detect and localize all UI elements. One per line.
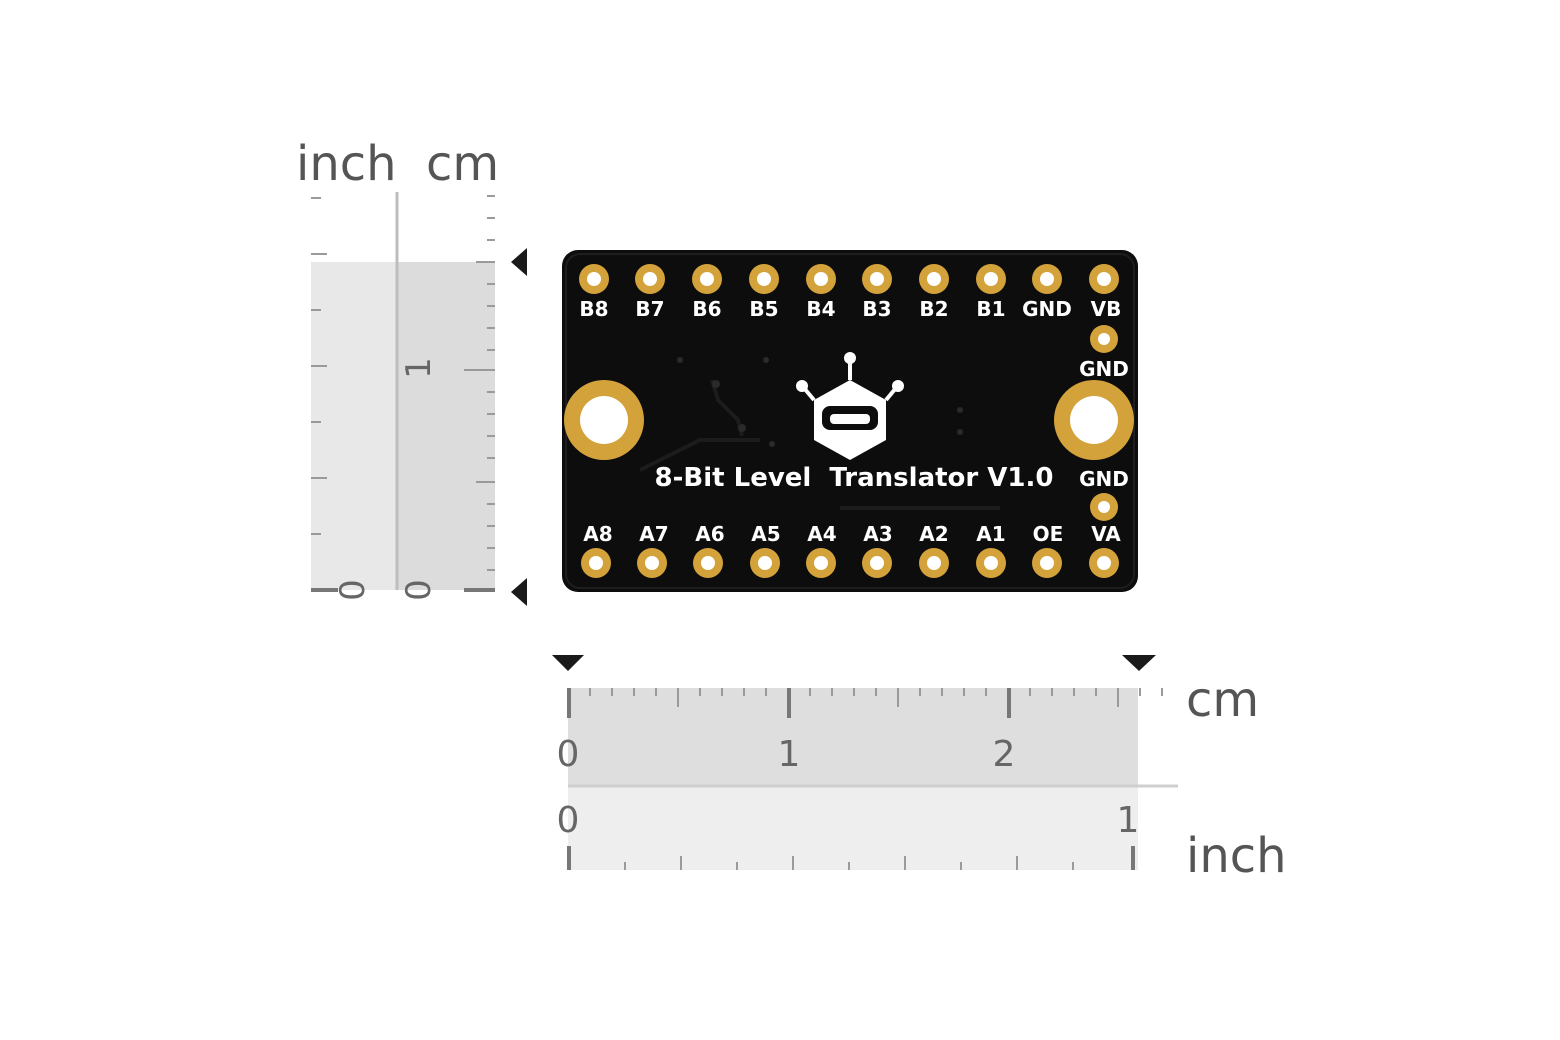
- pin-label: A5: [751, 522, 780, 546]
- pin-label: GND: [1079, 467, 1129, 491]
- top-header-pads: [579, 264, 1119, 294]
- pcb-board: 8-Bit Level Translator V1.0: [562, 250, 1138, 592]
- horizontal-inch-tick-0: 0: [557, 800, 580, 841]
- pin-label: OE: [1033, 522, 1064, 546]
- pin-label: A4: [807, 522, 836, 546]
- pin-label: B6: [692, 297, 721, 321]
- pin-label: VB: [1091, 297, 1122, 321]
- right-edge-marker: [1122, 655, 1156, 671]
- horizontal-cm-shade: [568, 688, 1138, 786]
- top-edge-marker: [511, 248, 527, 276]
- horizontal-inch-label: inch: [1186, 828, 1287, 884]
- side-gnd-pads: [1090, 325, 1118, 521]
- pin-label: A2: [919, 522, 948, 546]
- pin-label: B4: [806, 297, 835, 321]
- left-edge-marker: [552, 655, 584, 671]
- horizontal-inch-tick-1: 1: [1117, 800, 1140, 841]
- horizontal-cm-tick-1: 1: [778, 734, 801, 775]
- pin-label: A8: [583, 522, 612, 546]
- pin-label: B3: [862, 297, 891, 321]
- vertical-inch-label: inch: [296, 136, 397, 192]
- pin-label: B8: [579, 297, 608, 321]
- vertical-inch-zero: 0: [333, 579, 373, 601]
- pin-label: VA: [1091, 522, 1121, 546]
- board-title: 8-Bit Level Translator V1.0: [655, 463, 1054, 493]
- pin-label: B5: [749, 297, 778, 321]
- horizontal-cm-tick-0: 0: [557, 734, 580, 775]
- pin-label: A6: [695, 522, 724, 546]
- vertical-cm-one: 1: [399, 357, 439, 379]
- bottom-edge-marker: [511, 578, 527, 606]
- vias: [677, 357, 963, 447]
- pin-label: B2: [919, 297, 948, 321]
- pin-label: A1: [976, 522, 1005, 546]
- horizontal-inch-shade: [568, 786, 1138, 870]
- horizontal-cm-tick-2: 2: [993, 734, 1016, 775]
- vertical-ruler: 0 0 1: [311, 192, 527, 606]
- pin-label: B1: [976, 297, 1005, 321]
- pin-label: GND: [1022, 297, 1072, 321]
- robot-logo-icon: [796, 352, 904, 460]
- vertical-cm-zero: 0: [399, 579, 439, 601]
- horizontal-cm-label: cm: [1186, 672, 1260, 728]
- vertical-inch-shade: [311, 262, 397, 590]
- pin-label: A7: [639, 522, 668, 546]
- pin-label: B7: [635, 297, 664, 321]
- vertical-cm-shade: [397, 262, 495, 590]
- pin-label: A3: [863, 522, 892, 546]
- vertical-cm-label: cm: [426, 136, 500, 192]
- pin-label: GND: [1079, 357, 1129, 381]
- horizontal-ruler: 0 1 2 0 1: [552, 655, 1178, 870]
